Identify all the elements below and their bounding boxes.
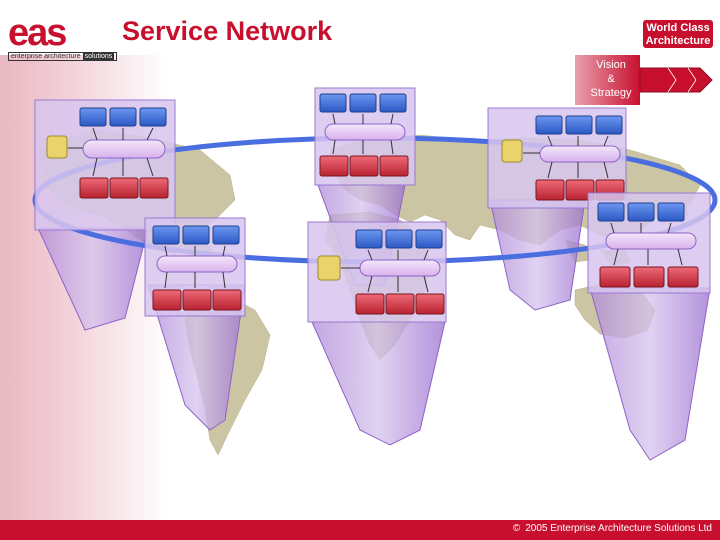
cluster-south-america xyxy=(144,217,246,317)
logo-tagline: enterprise architecture solutions xyxy=(8,52,118,61)
page-title: Service Network xyxy=(122,16,333,46)
footer-bar: © 2005 Enterprise Architecture Solutions … xyxy=(0,520,720,540)
eas-logo: eas enterprise architecture solutions xyxy=(4,8,118,61)
funnel-africa xyxy=(311,321,446,446)
cluster-north-america xyxy=(34,99,176,231)
logo-tagline-box: solutions xyxy=(82,53,115,60)
cluster-australia xyxy=(587,192,711,294)
copyright: © 2005 Enterprise Architecture Solutions … xyxy=(513,523,712,534)
copyright-icon: © xyxy=(512,523,521,534)
service-clusters xyxy=(34,87,711,323)
cluster-europe xyxy=(314,87,416,186)
copyright-text: 2005 Enterprise Architecture Solutions L… xyxy=(525,523,712,534)
vision-line-1: Vision xyxy=(596,59,626,71)
funnel-australia xyxy=(589,287,711,461)
logo-wordmark: eas xyxy=(8,12,67,54)
vision-line-2: & xyxy=(607,73,615,85)
badge-line-2: Architecture xyxy=(645,35,711,47)
logo-tagline-text: enterprise architecture xyxy=(11,53,81,60)
vision-banner-graphic xyxy=(575,55,713,105)
world-class-architecture-badge: World Class Architecture xyxy=(643,20,713,48)
vision-strategy-label: Vision & Strategy xyxy=(583,58,639,100)
cluster-africa xyxy=(307,221,447,323)
vision-line-3: Strategy xyxy=(590,87,632,99)
badge-line-1: World Class xyxy=(646,22,710,34)
